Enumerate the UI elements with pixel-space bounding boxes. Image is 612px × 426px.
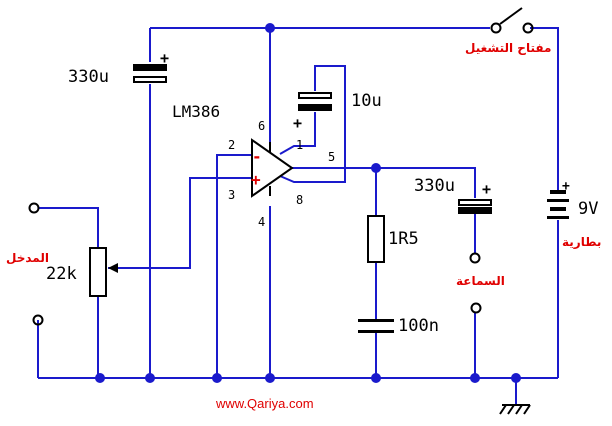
- input-terminals: [28, 202, 44, 326]
- plus-sign: +: [293, 114, 302, 132]
- output-capacitor: +: [458, 180, 492, 214]
- pin-1-label: 1: [296, 138, 303, 152]
- gain-capacitor-label: 10u: [351, 91, 382, 111]
- junction-dot: [371, 373, 381, 383]
- output-wire: [292, 167, 476, 198]
- input-label-arabic: المدخل: [6, 251, 49, 265]
- switch-label-arabic: مفتاح التشغيل: [465, 41, 551, 55]
- plus-sign: +: [482, 180, 491, 198]
- output-capacitor-label: 330u: [414, 176, 455, 196]
- pin-5-label: 5: [328, 150, 335, 164]
- zobel-capacitor-label: 100n: [398, 316, 439, 336]
- junction-dot: [145, 373, 155, 383]
- wires: [37, 27, 559, 405]
- speaker-terminals: [469, 252, 482, 314]
- junction-dot: [470, 373, 480, 383]
- pin8-wire: [279, 65, 346, 183]
- plus-sign: +: [562, 179, 570, 194]
- potentiometer: [89, 247, 118, 297]
- pin1-wire: [279, 112, 316, 155]
- resistor: [367, 215, 385, 263]
- pin-3-label: 3: [228, 188, 235, 202]
- junction-dot: [371, 163, 381, 173]
- gain-capacitor: +: [293, 92, 332, 132]
- junction-dot: [265, 373, 275, 383]
- inverting-sign: -: [252, 147, 262, 166]
- pin-6-label: 6: [258, 119, 265, 133]
- noninverting-sign: +: [251, 170, 261, 189]
- input-wire: [38, 207, 99, 248]
- junction-dot: [95, 373, 105, 383]
- battery-label-arabic: بطارية: [562, 235, 601, 249]
- lm386-amplifier: - +: [251, 138, 294, 198]
- resistor-label: 1R5: [388, 229, 419, 249]
- website-label: www.Qariya.com: [215, 396, 314, 411]
- ic-label: LM386: [172, 102, 220, 121]
- battery-label: 9V: [578, 199, 598, 219]
- speaker-label-arabic: السماعة: [456, 274, 505, 288]
- noninverting-input-wire: [108, 177, 252, 269]
- battery: +: [547, 179, 570, 219]
- pin-8-label: 8: [296, 193, 303, 207]
- junctions: [95, 23, 521, 383]
- zobel-capacitor: [358, 319, 394, 333]
- potentiometer-label: 22k: [46, 264, 77, 284]
- pin-2-label: 2: [228, 138, 235, 152]
- pin-4-label: 4: [258, 215, 265, 229]
- junction-dot: [212, 373, 222, 383]
- junction-dot: [265, 23, 275, 33]
- supply-capacitor: +: [133, 49, 169, 83]
- junction-dot: [511, 373, 521, 383]
- switch-to-battery-wire: [530, 27, 559, 190]
- ground-symbol: [499, 404, 531, 415]
- inverting-input-wire: [216, 154, 252, 378]
- power-switch: [490, 7, 534, 34]
- supply-capacitor-label: 330u: [68, 67, 109, 87]
- plus-sign: +: [160, 49, 169, 67]
